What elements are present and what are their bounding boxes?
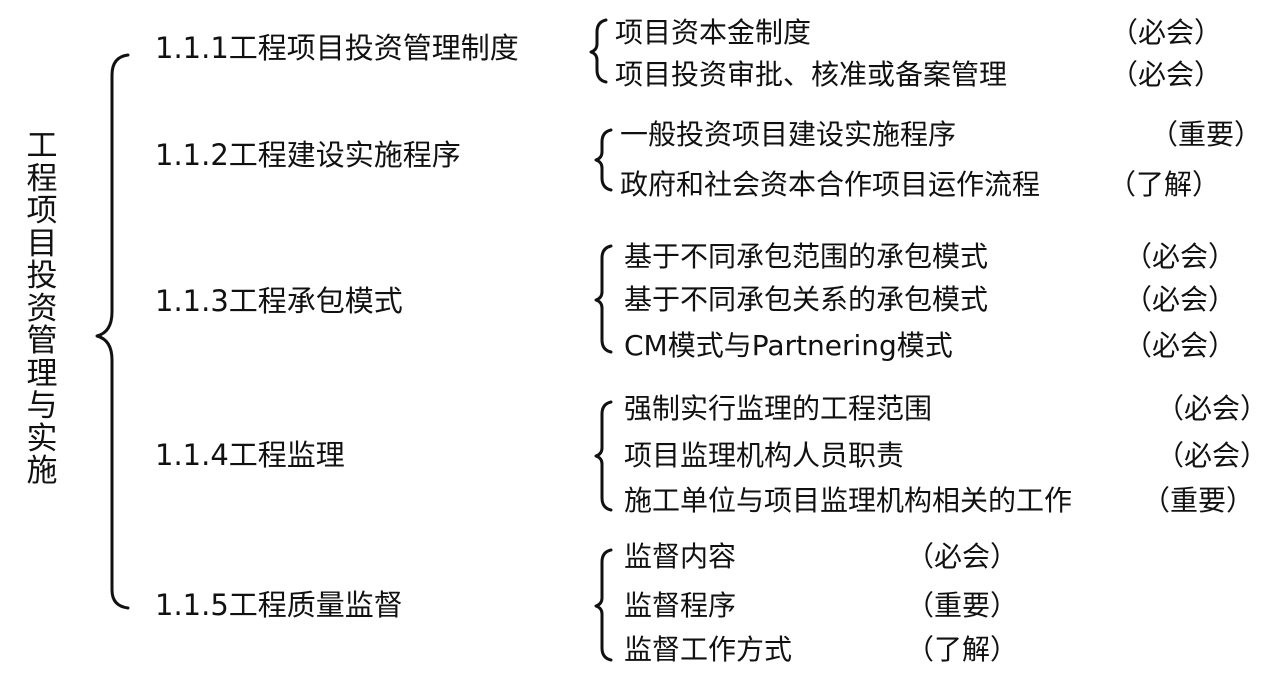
brace-3 [594,244,613,354]
root-title: 工程项目投资管理与实施 [26,128,58,489]
brace-5 [594,548,613,662]
section-4-item-3-tag: （重要） [1142,484,1255,517]
section-2-label: 1.1.2工程建设实施程序 [155,138,461,172]
section-1-item-1: 项目资本金制度 [615,16,812,49]
section-2-item-2: 政府和社会资本合作项目运作流程 [620,168,1041,201]
brace-2 [594,128,613,192]
section-4-item-1: 强制实行监理的工程范围 [624,392,933,425]
section-1-item-2-tag: （必会） [1110,58,1223,91]
section-3-item-3-tag: （必会） [1124,329,1237,362]
section-1-item-2: 项目投资审批、核准或备案管理 [615,58,1008,91]
section-3-item-2: 基于不同承包关系的承包模式 [624,283,989,316]
section-3-item-2-tag: （必会） [1124,283,1237,316]
section-5-item-1: 监督内容 [624,540,737,573]
section-4-item-2-tag: （必会） [1156,439,1269,472]
section-3-item-1-tag: （必会） [1124,240,1237,273]
section-1-label: 1.1.1工程项目投资管理制度 [155,31,519,65]
section-2-item-1-tag: （重要） [1150,118,1263,151]
brace-4 [594,400,613,512]
section-3-item-3: CM模式与Partnering模式 [624,329,953,362]
section-1-item-1-tag: （必会） [1110,16,1223,49]
section-4-label: 1.1.4工程监理 [155,438,345,472]
section-5-item-1-tag: （必会） [906,540,1019,573]
section-3-label: 1.1.3工程承包模式 [155,284,403,318]
section-4-item-1-tag: （必会） [1156,392,1269,425]
section-5-item-2-tag: （重要） [906,589,1019,622]
section-2-item-2-tag: （了解） [1108,168,1221,201]
section-4-item-2: 项目监理机构人员职责 [624,439,905,472]
main-brace [95,53,130,610]
section-5-label: 1.1.5工程质量监督 [155,588,403,622]
brace-1 [589,18,608,84]
section-2-item-1: 一般投资项目建设实施程序 [620,118,957,151]
section-5-item-3: 监督工作方式 [624,633,793,666]
section-5-item-3-tag: （了解） [906,633,1019,666]
section-4-item-3: 施工单位与项目监理机构相关的工作 [624,484,1073,517]
section-3-item-1: 基于不同承包范围的承包模式 [624,240,989,273]
section-5-item-2: 监督程序 [624,589,737,622]
